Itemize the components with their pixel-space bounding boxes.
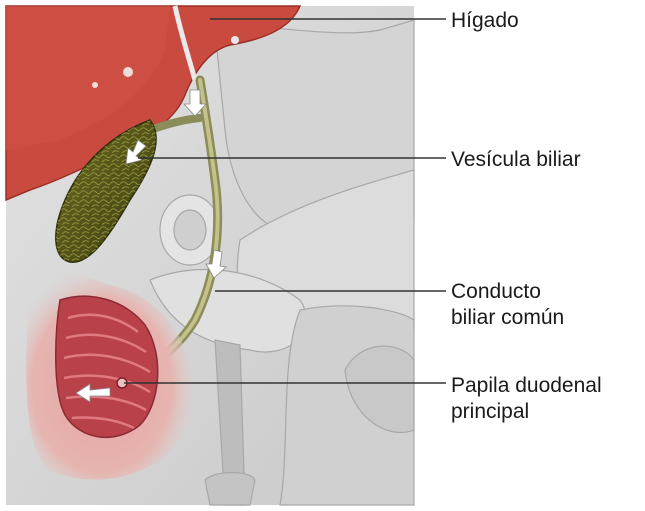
label-papila-line-1: Papila duodenal [451, 373, 602, 399]
label-higado: Hígado [451, 8, 519, 34]
label-conducto-line-1: Conducto [451, 279, 564, 305]
label-vesicula-text: Vesícula biliar [451, 147, 581, 173]
label-papila-line-2: principal [451, 399, 602, 425]
label-higado-text: Hígado [451, 8, 519, 34]
label-conducto-line-2: biliar común [451, 305, 564, 331]
label-vesicula-biliar: Vesícula biliar [451, 147, 581, 173]
label-papila-duodenal: Papila duodenal principal [451, 373, 602, 425]
label-conducto-biliar-comun: Conducto biliar común [451, 279, 564, 331]
